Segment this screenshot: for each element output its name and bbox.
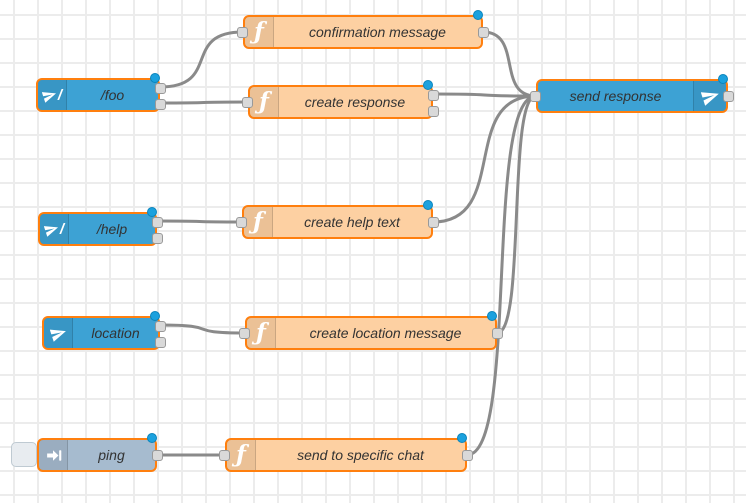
- changed-indicator-dot: [147, 207, 157, 217]
- node-label: confirmation message: [309, 24, 446, 40]
- function-icon: ƒ: [244, 207, 273, 237]
- node-label: create location message: [309, 325, 462, 341]
- node-label: send response: [569, 88, 662, 104]
- node-send-to-specific-chat[interactable]: ƒ send to specific chat: [219, 433, 473, 472]
- wire-create-help-text-to-send-response[interactable]: [431, 94, 538, 224]
- changed-indicator-dot: [423, 80, 433, 90]
- node-label: location: [91, 325, 140, 341]
- output-port[interactable]: [492, 327, 503, 339]
- changed-indicator-dot: [147, 433, 157, 443]
- output-port-2[interactable]: [155, 337, 166, 348]
- output-port[interactable]: [723, 90, 734, 102]
- changed-indicator-dot: [423, 200, 433, 210]
- output-port-2[interactable]: [428, 106, 439, 117]
- output-port[interactable]: [152, 449, 163, 461]
- node-foo-command[interactable]: / /foo: [36, 73, 166, 112]
- node-label: /help: [96, 221, 128, 237]
- wire-location-out1-to-create-location-message[interactable]: [158, 323, 247, 335]
- node-help-command[interactable]: / /help: [38, 207, 163, 246]
- function-icon: ƒ: [247, 318, 276, 348]
- output-port-2[interactable]: [152, 233, 163, 244]
- changed-indicator-dot: [718, 74, 728, 84]
- node-location-event[interactable]: location: [42, 311, 166, 350]
- output-port[interactable]: [428, 216, 439, 228]
- wire-confirmation-message-to-send-response[interactable]: [481, 30, 538, 98]
- function-icon: ƒ: [245, 17, 274, 47]
- input-port[interactable]: [237, 26, 248, 38]
- output-port-1[interactable]: [428, 90, 439, 101]
- node-label: send to specific chat: [297, 447, 424, 463]
- output-port-1[interactable]: [152, 217, 163, 228]
- node-ping[interactable]: ping: [37, 433, 163, 472]
- changed-indicator-dot: [150, 73, 160, 83]
- wire-help-out1-to-create-help-text[interactable]: [155, 219, 244, 224]
- node-label: create help text: [304, 214, 400, 230]
- input-port[interactable]: [242, 96, 253, 108]
- changed-indicator-dot: [457, 433, 467, 443]
- node-create-help-text[interactable]: ƒ create help text: [236, 200, 439, 239]
- telegram-plane-slash-icon: /: [38, 80, 67, 110]
- node-confirmation-message[interactable]: ƒ confirmation message: [237, 10, 489, 49]
- inject-arrow-icon: [39, 440, 68, 470]
- changed-indicator-dot: [487, 311, 497, 321]
- function-icon: ƒ: [227, 440, 256, 470]
- node-label: create response: [304, 94, 406, 110]
- telegram-plane-icon: [44, 318, 73, 348]
- wire-send-to-specific-chat-to-send-response[interactable]: [465, 94, 538, 457]
- wire-create-location-message-to-send-response[interactable]: [495, 94, 538, 335]
- node-create-response[interactable]: ƒ create response: [242, 80, 439, 119]
- output-port-1[interactable]: [155, 321, 166, 332]
- node-send-response[interactable]: send response: [530, 74, 734, 113]
- function-icon: ƒ: [250, 87, 279, 117]
- output-port-2[interactable]: [155, 99, 166, 110]
- output-port[interactable]: [478, 26, 489, 38]
- wire-create-response-to-send-response[interactable]: [431, 92, 538, 98]
- wire-foo-out2-to-create-response[interactable]: [158, 100, 250, 105]
- node-label: ping: [98, 447, 125, 463]
- input-port[interactable]: [236, 216, 247, 228]
- node-create-location-message[interactable]: ƒ create location message: [239, 311, 503, 350]
- inject-button[interactable]: [11, 442, 37, 467]
- output-port[interactable]: [462, 449, 473, 461]
- input-port[interactable]: [530, 90, 541, 102]
- changed-indicator-dot: [150, 311, 160, 321]
- node-label: /foo: [100, 87, 125, 103]
- output-port-1[interactable]: [155, 83, 166, 94]
- telegram-plane-icon: [693, 81, 726, 111]
- wire-foo-out1-to-confirmation-message[interactable]: [158, 30, 245, 89]
- changed-indicator-dot: [473, 10, 483, 20]
- input-port[interactable]: [239, 327, 250, 339]
- input-port[interactable]: [219, 449, 230, 461]
- telegram-plane-slash-icon: /: [40, 214, 69, 244]
